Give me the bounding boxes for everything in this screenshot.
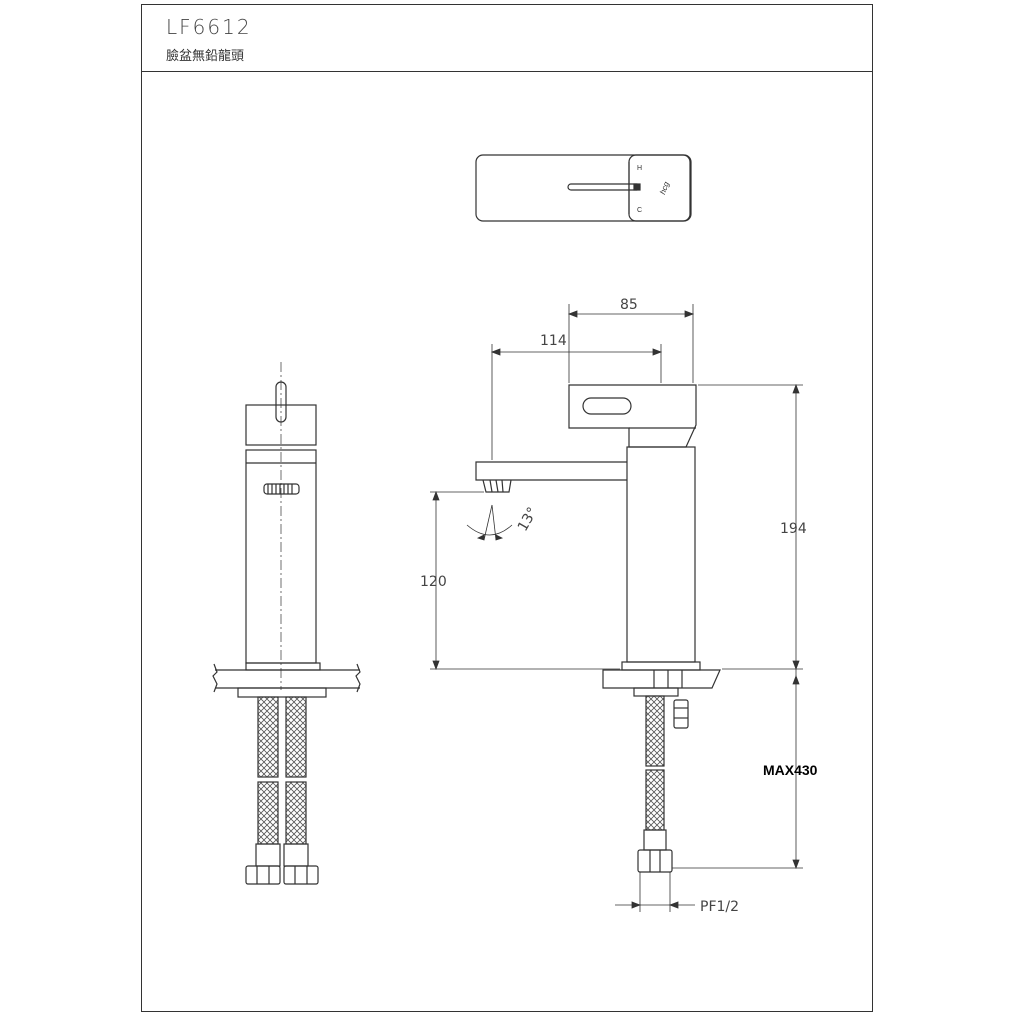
front-nut-left xyxy=(245,865,281,885)
front-lever xyxy=(275,381,287,423)
dim-width-85: 85 xyxy=(620,297,638,313)
dim-reach-114: 114 xyxy=(540,333,567,349)
front-mounting-nut xyxy=(237,687,327,698)
side-handle-slot xyxy=(582,397,632,415)
side-handle xyxy=(568,384,697,448)
side-fixing-bolt xyxy=(673,699,689,729)
front-hose-right-lower xyxy=(285,781,307,845)
front-base-ring xyxy=(245,662,321,671)
top-view-body xyxy=(475,154,691,222)
front-hose-left-lower xyxy=(257,781,279,845)
front-handle xyxy=(245,404,317,446)
front-hose-left-ferrule xyxy=(255,843,281,867)
front-view xyxy=(212,362,361,885)
side-spout xyxy=(475,461,627,481)
front-hose-left-upper xyxy=(257,696,279,778)
dim-angle-13: 13° xyxy=(515,505,541,535)
dim-thread-pf12: PF1/2 xyxy=(700,899,739,915)
side-hose-nut xyxy=(637,849,673,873)
product-description: 臉盆無鉛龍頭 xyxy=(166,49,245,64)
title-block: LF6612 臉盆無鉛龍頭 xyxy=(142,5,872,72)
front-hose-right-upper xyxy=(285,696,307,778)
side-hose-lower xyxy=(645,769,665,831)
hot-label: H xyxy=(637,165,642,172)
front-hose-right-ferrule xyxy=(283,843,309,867)
hcg-logo: hcg xyxy=(658,180,671,196)
dim-hose-max430: MAX430 xyxy=(763,762,818,778)
side-base-plate xyxy=(602,669,721,689)
side-base-ring xyxy=(621,661,701,671)
drawing-sheet: LF6612 臉盆無鉛龍頭 xyxy=(141,4,873,1012)
front-nut-right xyxy=(283,865,319,885)
dim-height-194: 194 xyxy=(780,521,807,537)
cold-label: C xyxy=(637,207,642,214)
side-hose-ferrule xyxy=(643,829,667,851)
top-view: H C hcg xyxy=(475,154,692,222)
dimension-lines xyxy=(430,304,803,912)
model-number: LF6612 xyxy=(166,15,252,39)
front-aerator xyxy=(263,483,300,495)
side-view xyxy=(475,384,721,873)
dim-spout-height-120: 120 xyxy=(420,574,447,590)
side-body xyxy=(626,446,696,663)
side-hose-upper xyxy=(645,695,665,767)
